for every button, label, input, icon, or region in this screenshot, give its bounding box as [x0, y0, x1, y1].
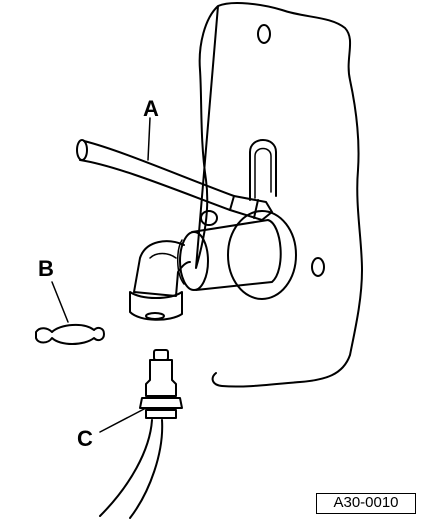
- hose-c: [99, 419, 153, 517]
- clip-b: [35, 324, 105, 345]
- clip-b-leader: [51, 281, 69, 323]
- connector-c-body: [145, 359, 177, 397]
- hose-c-outer: [129, 419, 164, 519]
- figure-id-box: A30-0010: [316, 493, 416, 514]
- panel-hole-behind: [200, 210, 218, 226]
- callout-label-a: A: [143, 96, 159, 121]
- elbow-connector: [133, 240, 191, 297]
- elbow-fitting-slot: [145, 312, 165, 320]
- nozzle-flange: [227, 210, 297, 300]
- hose-a: [79, 140, 235, 211]
- callout-label-b: B: [38, 256, 54, 281]
- hose-a-end: [76, 139, 88, 161]
- callout-label-c: C: [77, 426, 93, 451]
- elbow-inner: [149, 252, 177, 259]
- leader-a: [147, 117, 151, 161]
- connector-c-collar: [139, 397, 183, 409]
- nozzle-body-end: [179, 231, 209, 291]
- elbow-fitting: [129, 291, 183, 321]
- nozzle-body: [191, 219, 282, 291]
- connector-c-collar-lower: [145, 409, 177, 419]
- panel-hole-right: [311, 257, 325, 277]
- connector-c-tip: [153, 349, 169, 361]
- mounting-panel: [195, 2, 363, 388]
- panel-slot-inner: [254, 147, 272, 199]
- panel-slot: [249, 139, 277, 201]
- leader-c: [99, 407, 147, 433]
- hose-a-sleeve: [229, 195, 273, 221]
- hose-a-sleeve-ring: [253, 199, 259, 219]
- panel-hole-upper: [257, 24, 271, 44]
